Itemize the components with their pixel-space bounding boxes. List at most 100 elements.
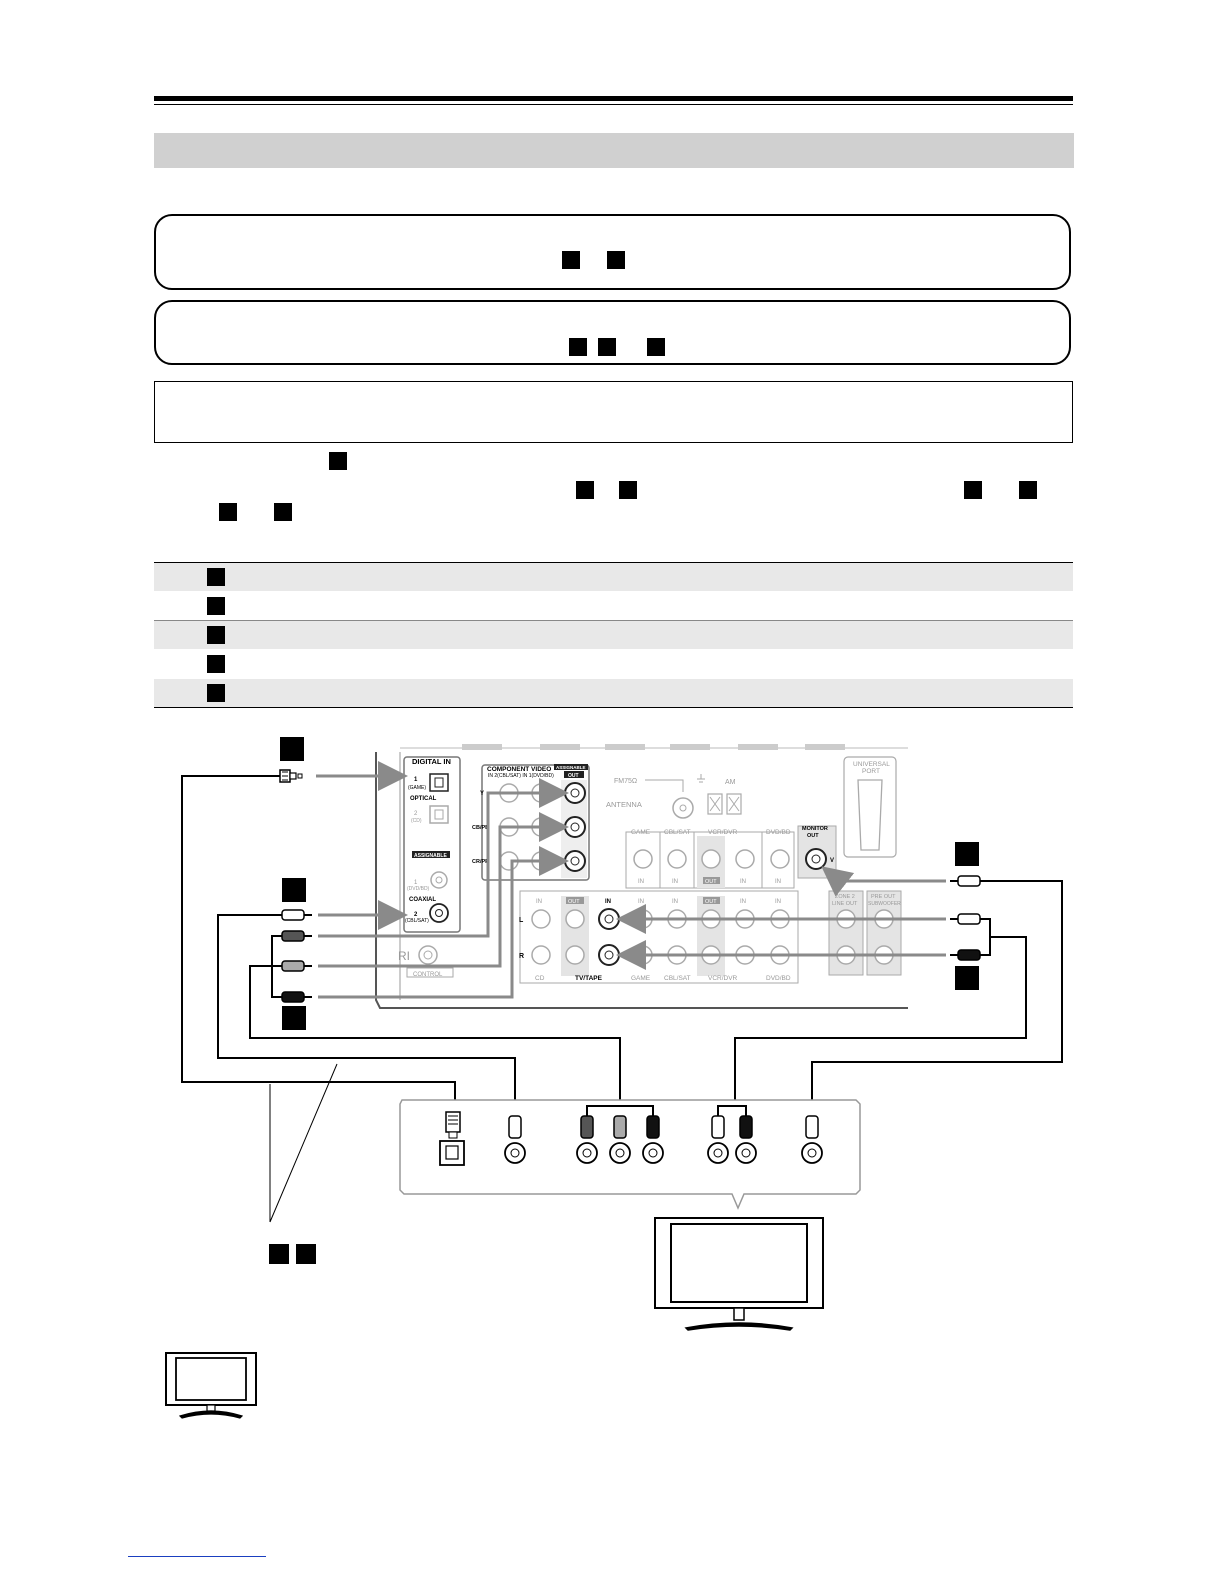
table-bottom-line [154,707,1073,708]
svg-text:(CBL/SAT): (CBL/SAT) [405,918,429,924]
table-row [154,563,1073,591]
small-tv-icon [165,1352,257,1419]
svg-text:OUT: OUT [568,899,580,905]
badge-marker [207,684,225,702]
badge-marker [207,626,225,644]
svg-text:CD: CD [535,975,545,982]
table-row [154,650,1073,678]
svg-text:(DVD/BD): (DVD/BD) [407,886,430,892]
svg-text:Y: Y [480,791,484,797]
badge-marker [280,737,304,761]
svg-text:COAXIAL: COAXIAL [409,897,436,903]
svg-text:IN: IN [672,879,678,885]
svg-text:UNIVERSAL: UNIVERSAL [853,761,890,768]
badge-marker [219,503,237,521]
svg-text:1: 1 [414,777,418,783]
badge-marker [1019,481,1037,499]
table-row [154,679,1073,707]
badge-marker [576,481,594,499]
svg-text:SUBWOOFER: SUBWOOFER [868,901,901,907]
svg-text:2: 2 [414,811,418,817]
svg-text:CR/PR: CR/PR [472,859,489,865]
badge-marker [207,568,225,586]
svg-text:V: V [830,858,834,864]
svg-text:ASSIGNABLE: ASSIGNABLE [414,853,447,859]
svg-text:L: L [519,917,524,924]
audio-jacks-section: IN OUT IN IN IN OUT IN IN L R CD TV/TAPE… [519,890,902,984]
badge-marker [598,338,616,356]
badge-marker [282,878,306,902]
badge-marker [955,842,979,866]
svg-text:TV/TAPE: TV/TAPE [575,975,603,982]
svg-text:IN: IN [740,899,746,905]
video-jacks-row: GAME CBL/SAT VCR/DVR DVD/BD IN IN OUT IN… [625,825,837,889]
svg-text:AM: AM [725,779,736,786]
badge-marker [207,597,225,615]
badge-marker [955,966,979,990]
svg-text:OUT: OUT [807,833,819,839]
badge-marker [607,251,625,269]
svg-text:OUT: OUT [568,773,579,779]
badge-marker [282,1006,306,1030]
svg-text:CONTROL: CONTROL [413,972,443,978]
svg-text:CBL/SAT: CBL/SAT [664,829,691,836]
svg-text:IN 2(CBL/SAT) IN 1(DVD/BD): IN 2(CBL/SAT) IN 1(DVD/BD) [488,773,554,779]
svg-text:IN: IN [740,879,746,885]
svg-text:CB/PB: CB/PB [472,825,489,831]
svg-text:VCR/DVR: VCR/DVR [708,975,738,982]
universal-port: UNIVERSAL PORT [843,756,897,858]
footer-link-underline[interactable] [128,1556,266,1557]
info-box-2 [154,300,1071,365]
svg-text:COMPONENT VIDEO: COMPONENT VIDEO [487,766,551,773]
svg-text:IN: IN [536,899,542,905]
svg-text:PORT: PORT [862,768,880,775]
table-row [154,621,1073,649]
svg-text:CBL/SAT: CBL/SAT [664,975,691,982]
svg-text:ZONE 2: ZONE 2 [835,894,855,900]
badge-marker [647,338,665,356]
svg-text:IN: IN [775,879,781,885]
header-rule-thin [154,104,1073,105]
component-video-section: COMPONENT VIDEO ASSIGNABLE IN 2(CBL/SAT)… [472,764,590,881]
badge-marker [207,655,225,673]
svg-text:(GAME): (GAME) [408,785,426,791]
svg-text:GAME: GAME [631,829,651,836]
svg-text:LINE OUT: LINE OUT [832,901,858,907]
connection-arrows [316,761,946,999]
badge-marker [269,1244,289,1264]
svg-text:IN: IN [638,899,644,905]
svg-text:OPTICAL: OPTICAL [410,796,437,802]
svg-text:PRE OUT: PRE OUT [871,894,896,900]
section-heading-bar [154,133,1074,168]
svg-text:OUT: OUT [705,879,717,885]
badge-marker [274,503,292,521]
antenna-section: FM75Ω ANTENNA AM [606,774,742,819]
table-top-line [154,562,1073,563]
svg-text:GAME: GAME [631,975,651,982]
cable-plugs-right [950,875,981,961]
svg-text:2: 2 [414,912,418,918]
info-box-1 [154,214,1071,290]
svg-text:DIGITAL IN: DIGITAL IN [412,757,451,766]
header-rule-thick [154,96,1073,101]
callout-lines [269,1063,338,1223]
badge-marker [569,338,587,356]
svg-text:R: R [519,953,524,960]
badge-marker [329,452,347,470]
svg-text:IN: IN [638,879,644,885]
badge-marker [619,481,637,499]
svg-text:IN: IN [605,899,611,905]
svg-text:DVD/BD: DVD/BD [766,975,791,982]
svg-text:VCR/DVR: VCR/DVR [708,829,738,836]
badge-marker [296,1244,316,1264]
note-box [154,381,1073,443]
svg-text:(CD): (CD) [411,818,422,824]
tv-connection-panel [399,1099,861,1210]
svg-text:RI: RI [398,949,410,963]
digital-in-section: DIGITAL IN 1 (GAME) OPTICAL 2 (CD) ASSIG… [403,756,461,933]
svg-text:ANTENNA: ANTENNA [606,800,642,809]
svg-text:MONITOR: MONITOR [802,826,828,832]
tv-icon [654,1217,824,1331]
svg-text:1: 1 [414,880,418,886]
